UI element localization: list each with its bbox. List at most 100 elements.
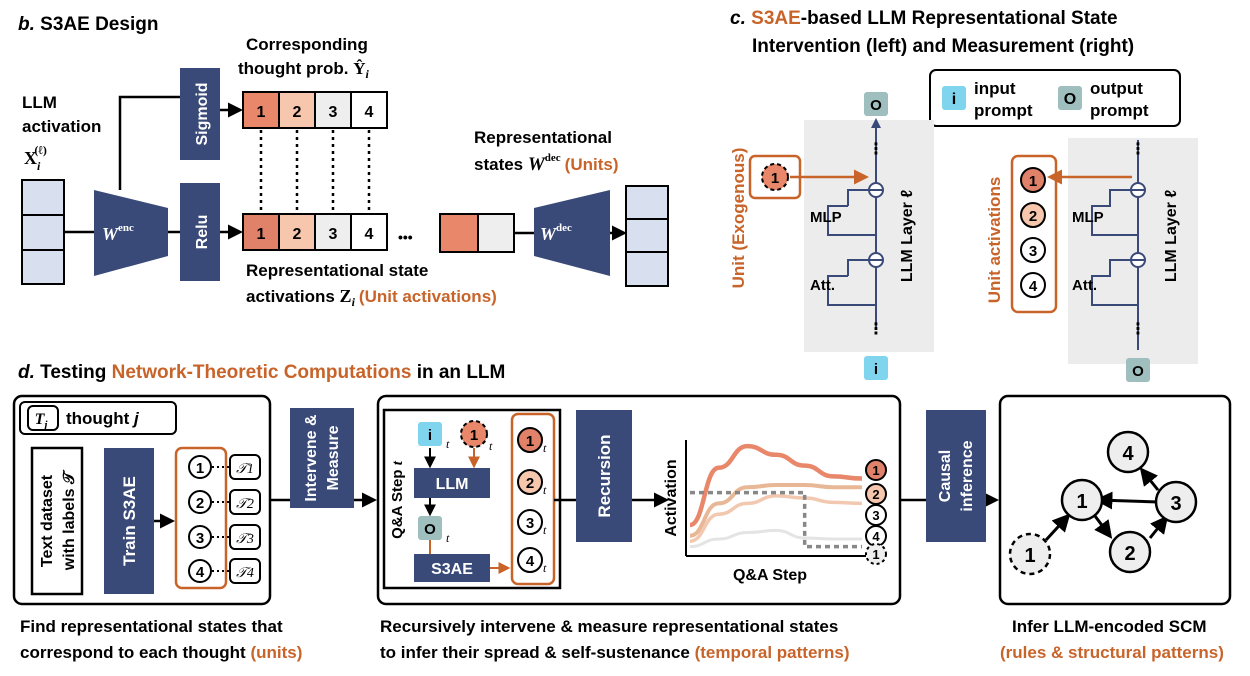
- rep-states-label-1: Representational: [474, 128, 612, 147]
- train-s3ae-label: Train S3AE: [120, 476, 139, 566]
- input-activation-vector: [21, 179, 65, 285]
- measure-node-2: 2: [1029, 208, 1037, 225]
- scm-graph: 4 1 3 2 1: [1008, 430, 1198, 576]
- d-s3ae-block: S3AE: [431, 561, 473, 578]
- rep-act-label-2: activations Zi(Unit activations): [246, 286, 497, 309]
- legend-input-1: input: [974, 79, 1016, 98]
- thought-cell-2: 2: [293, 104, 302, 121]
- qa-step-label: Q&A Step t: [389, 460, 406, 539]
- measure-node-1: 1: [1029, 173, 1037, 190]
- legend-i-icon: i: [952, 91, 956, 108]
- d-llm-block: LLM: [436, 476, 469, 493]
- caption-2-line-1: Recursively intervene & measure represen…: [380, 617, 838, 636]
- cell-correspondence-lines: [259, 130, 371, 212]
- legend-o-icon: O: [1064, 91, 1076, 108]
- encoder-block: Wenc: [94, 190, 168, 276]
- chart-series-4: [689, 528, 862, 549]
- panel-c-title-1: c. S3AE-based LLM Representational State: [730, 8, 1118, 29]
- c-left-i-node: i: [874, 361, 878, 378]
- chart-xlabel: Q&A Step: [733, 567, 807, 584]
- legend-output-1: output: [1090, 79, 1143, 98]
- thought-cell-4: 4: [365, 104, 374, 121]
- c-left-layer-label: LLM Layer ℓ: [899, 190, 916, 282]
- act-cell-2: 2: [293, 226, 302, 243]
- d-exogenous-node: 1: [470, 427, 478, 444]
- caption-2-line-2: to infer their spread & self-sustenance …: [380, 643, 850, 662]
- ellipsis: •••: [398, 229, 413, 245]
- panel-c-title-2: Intervention (left) and Measurement (rig…: [752, 36, 1134, 57]
- d-ex-sub: t: [489, 439, 493, 453]
- d-unit-2: 2: [196, 495, 204, 512]
- c-right-dots-bottom: ⋮: [1130, 321, 1146, 338]
- unit-activations-label: Unit activations: [985, 177, 1004, 304]
- svg-text:t: t: [543, 523, 547, 537]
- thought-prob-label: thought prob. Ŷi: [238, 59, 369, 81]
- scm-node-3: 3: [1170, 493, 1181, 515]
- unit-exogenous-label: Unit (Exogenous): [729, 148, 748, 289]
- svg-text:t: t: [543, 441, 547, 455]
- d-unit-list: 1 2 3 4: [188, 455, 212, 583]
- d-unit-1: 1: [196, 460, 204, 477]
- d-o-node: O: [424, 521, 436, 538]
- sigmoid-label: Sigmoid: [194, 82, 211, 145]
- legend-thought-icon: Tj: [35, 411, 49, 431]
- corresponding-label: Corresponding: [246, 35, 368, 54]
- measure-node-4: 4: [1029, 278, 1038, 295]
- d-thought-list: 𝒯1 𝒯2 𝒯3 𝒯4: [229, 454, 261, 584]
- x-symbol: Xi(ℓ): [24, 143, 47, 173]
- d-thought-1: 𝒯1: [236, 462, 254, 477]
- w-enc-label: Wenc: [102, 222, 134, 244]
- chart-series-3: [689, 494, 863, 543]
- chart-end-label-5: 1: [872, 547, 879, 562]
- scm-node-4: 4: [1122, 443, 1134, 465]
- dataset-label-1: Text dataset: [39, 474, 56, 567]
- llm-activation-label-2: activation: [22, 117, 101, 136]
- intervene-label-2: Measure: [325, 425, 342, 490]
- d-act-2: 2: [526, 475, 534, 492]
- legend-output-2: prompt: [1090, 101, 1149, 120]
- panel-d: d. Testing Network-Theoretic Computation…: [12, 362, 1232, 662]
- c-right-mlp: MLP: [1072, 209, 1104, 226]
- c-right-o-node: O: [1132, 363, 1144, 380]
- c-left-att: Att.: [810, 277, 835, 294]
- panel-b: b. S3AE Design Corresponding thought pro…: [18, 14, 669, 309]
- d-thought-4: 𝒯4: [236, 566, 254, 581]
- d-i-sub: t: [446, 437, 450, 451]
- c-left-o-node: O: [870, 97, 882, 114]
- scm-node-exogenous: 1: [1024, 545, 1035, 567]
- chart-series-exogenous: [690, 490, 862, 549]
- d-act-1: 1: [526, 433, 534, 450]
- exogenous-unit-node: 1: [771, 170, 779, 187]
- scm-node-1: 1: [1076, 491, 1087, 513]
- c-left-dots-top: ⋮: [868, 141, 884, 158]
- d-act-4: 4: [526, 553, 535, 570]
- causal-label-1: Causal: [937, 450, 954, 502]
- thought-cell-3: 3: [329, 104, 338, 121]
- measure-node-3: 3: [1029, 243, 1037, 260]
- chart-series-2: [689, 483, 862, 538]
- recursion-label: Recursion: [595, 434, 614, 517]
- intervene-label-1: Intervene &: [303, 414, 320, 502]
- chart-end-label-2: 2: [872, 487, 879, 502]
- act-cell-3: 3: [329, 226, 338, 243]
- caption-1-line-2: correspond to each thought (units): [20, 643, 302, 662]
- w-dec-label: Wdec: [540, 222, 572, 244]
- chart-end-label-4: 4: [872, 529, 880, 544]
- chart-end-marker-5: [865, 543, 887, 565]
- decoder-block: Wdec: [534, 190, 610, 276]
- svg-text:t: t: [543, 561, 547, 575]
- d-i-node: i: [428, 427, 432, 444]
- chart-end-label-1: 1: [872, 463, 879, 478]
- chart-end-marker-1: [865, 459, 887, 481]
- panel-d-title: d. Testing Network-Theoretic Computation…: [18, 362, 505, 383]
- unit-activation-cells: 1 2 3 4: [242, 213, 388, 251]
- c-right-dots-top: ⋮: [1130, 141, 1146, 158]
- rep-act-label-1: Representational state: [246, 261, 428, 280]
- scm-node-2: 2: [1124, 543, 1135, 565]
- legend-input-2: prompt: [974, 101, 1033, 120]
- rep-states-label-2: states Wdec(Units): [474, 152, 619, 175]
- caption-1-line-1: Find representational states that: [20, 617, 283, 636]
- thought-prob-cells: 1 2 3 4: [242, 91, 388, 129]
